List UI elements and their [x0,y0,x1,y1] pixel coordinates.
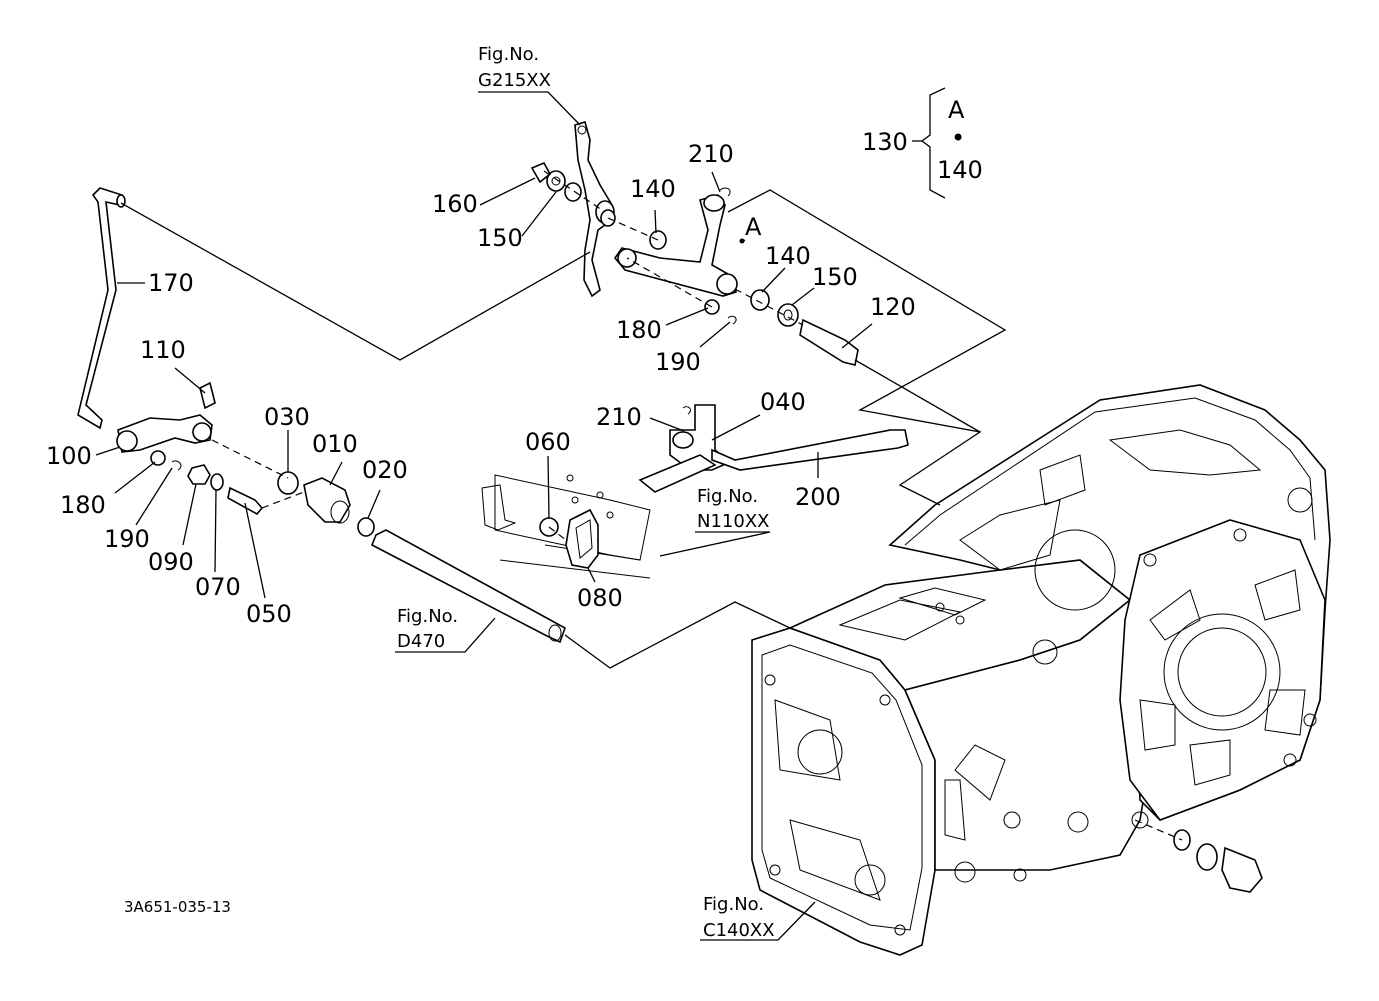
figure-references: Fig.No. G215XX Fig.No. N110XX Fig.No. D4… [397,44,775,941]
fig-ref-c140-line1: Fig.No. [703,894,764,915]
fig-ref-n110-line2: N110XX [697,511,769,532]
part-label-010: 010 [312,430,358,458]
upper-lever-assembly [530,120,859,366]
part-label-140-right: 140 [765,242,811,270]
drawing-code: 3A651-035-13 [124,898,231,916]
part-label-190-left: 190 [104,525,150,553]
part-label-150-left: 150 [477,224,523,252]
fig-ref-d470-line2: D470 [397,631,445,652]
part-label-A: A [745,213,762,241]
fig-ref-g215-line1: Fig.No. [478,44,539,65]
part-label-070: 070 [195,573,241,601]
part-label-020: 020 [362,456,408,484]
part-label-210-top: 210 [688,140,734,168]
part-labels: 010 020 030 040 050 060 070 080 090 100 … [46,140,916,628]
reference-lines [120,189,1007,669]
group-note: 130 A • 140 [862,96,983,184]
part-label-160: 160 [432,190,478,218]
part-label-150-right: 150 [812,263,858,291]
group-dot: • [951,124,965,152]
part-label-120: 120 [870,293,916,321]
part-label-050: 050 [246,600,292,628]
part-label-180-upper: 180 [616,316,662,344]
part-label-170: 170 [148,269,194,297]
group-number-2: 140 [937,156,983,184]
leader-lines [95,91,873,941]
part-label-090: 090 [148,548,194,576]
group-number: 130 [862,128,908,156]
part-label-080: 080 [577,584,623,612]
part-label-210-center: 210 [596,403,642,431]
part-label-100: 100 [46,442,92,470]
marker-dot [739,238,745,244]
left-linkage [77,187,566,644]
part-label-030: 030 [264,403,310,431]
part-label-140-top: 140 [630,175,676,203]
group-letter: A [948,96,965,124]
fig-ref-d470-line1: Fig.No. [397,606,458,627]
part-label-190-upper: 190 [655,348,701,376]
part-label-200: 200 [795,483,841,511]
part-label-040: 040 [760,388,806,416]
fig-ref-n110-line1: Fig.No. [697,486,758,507]
part-label-110: 110 [140,336,186,364]
transmission-case [751,384,1331,956]
fig-ref-c140-line2: C140XX [703,920,775,941]
group-brace [912,87,946,199]
part-label-180-left: 180 [60,491,106,519]
fig-ref-g215-line2: G215XX [478,70,551,91]
part-label-060: 060 [525,428,571,456]
